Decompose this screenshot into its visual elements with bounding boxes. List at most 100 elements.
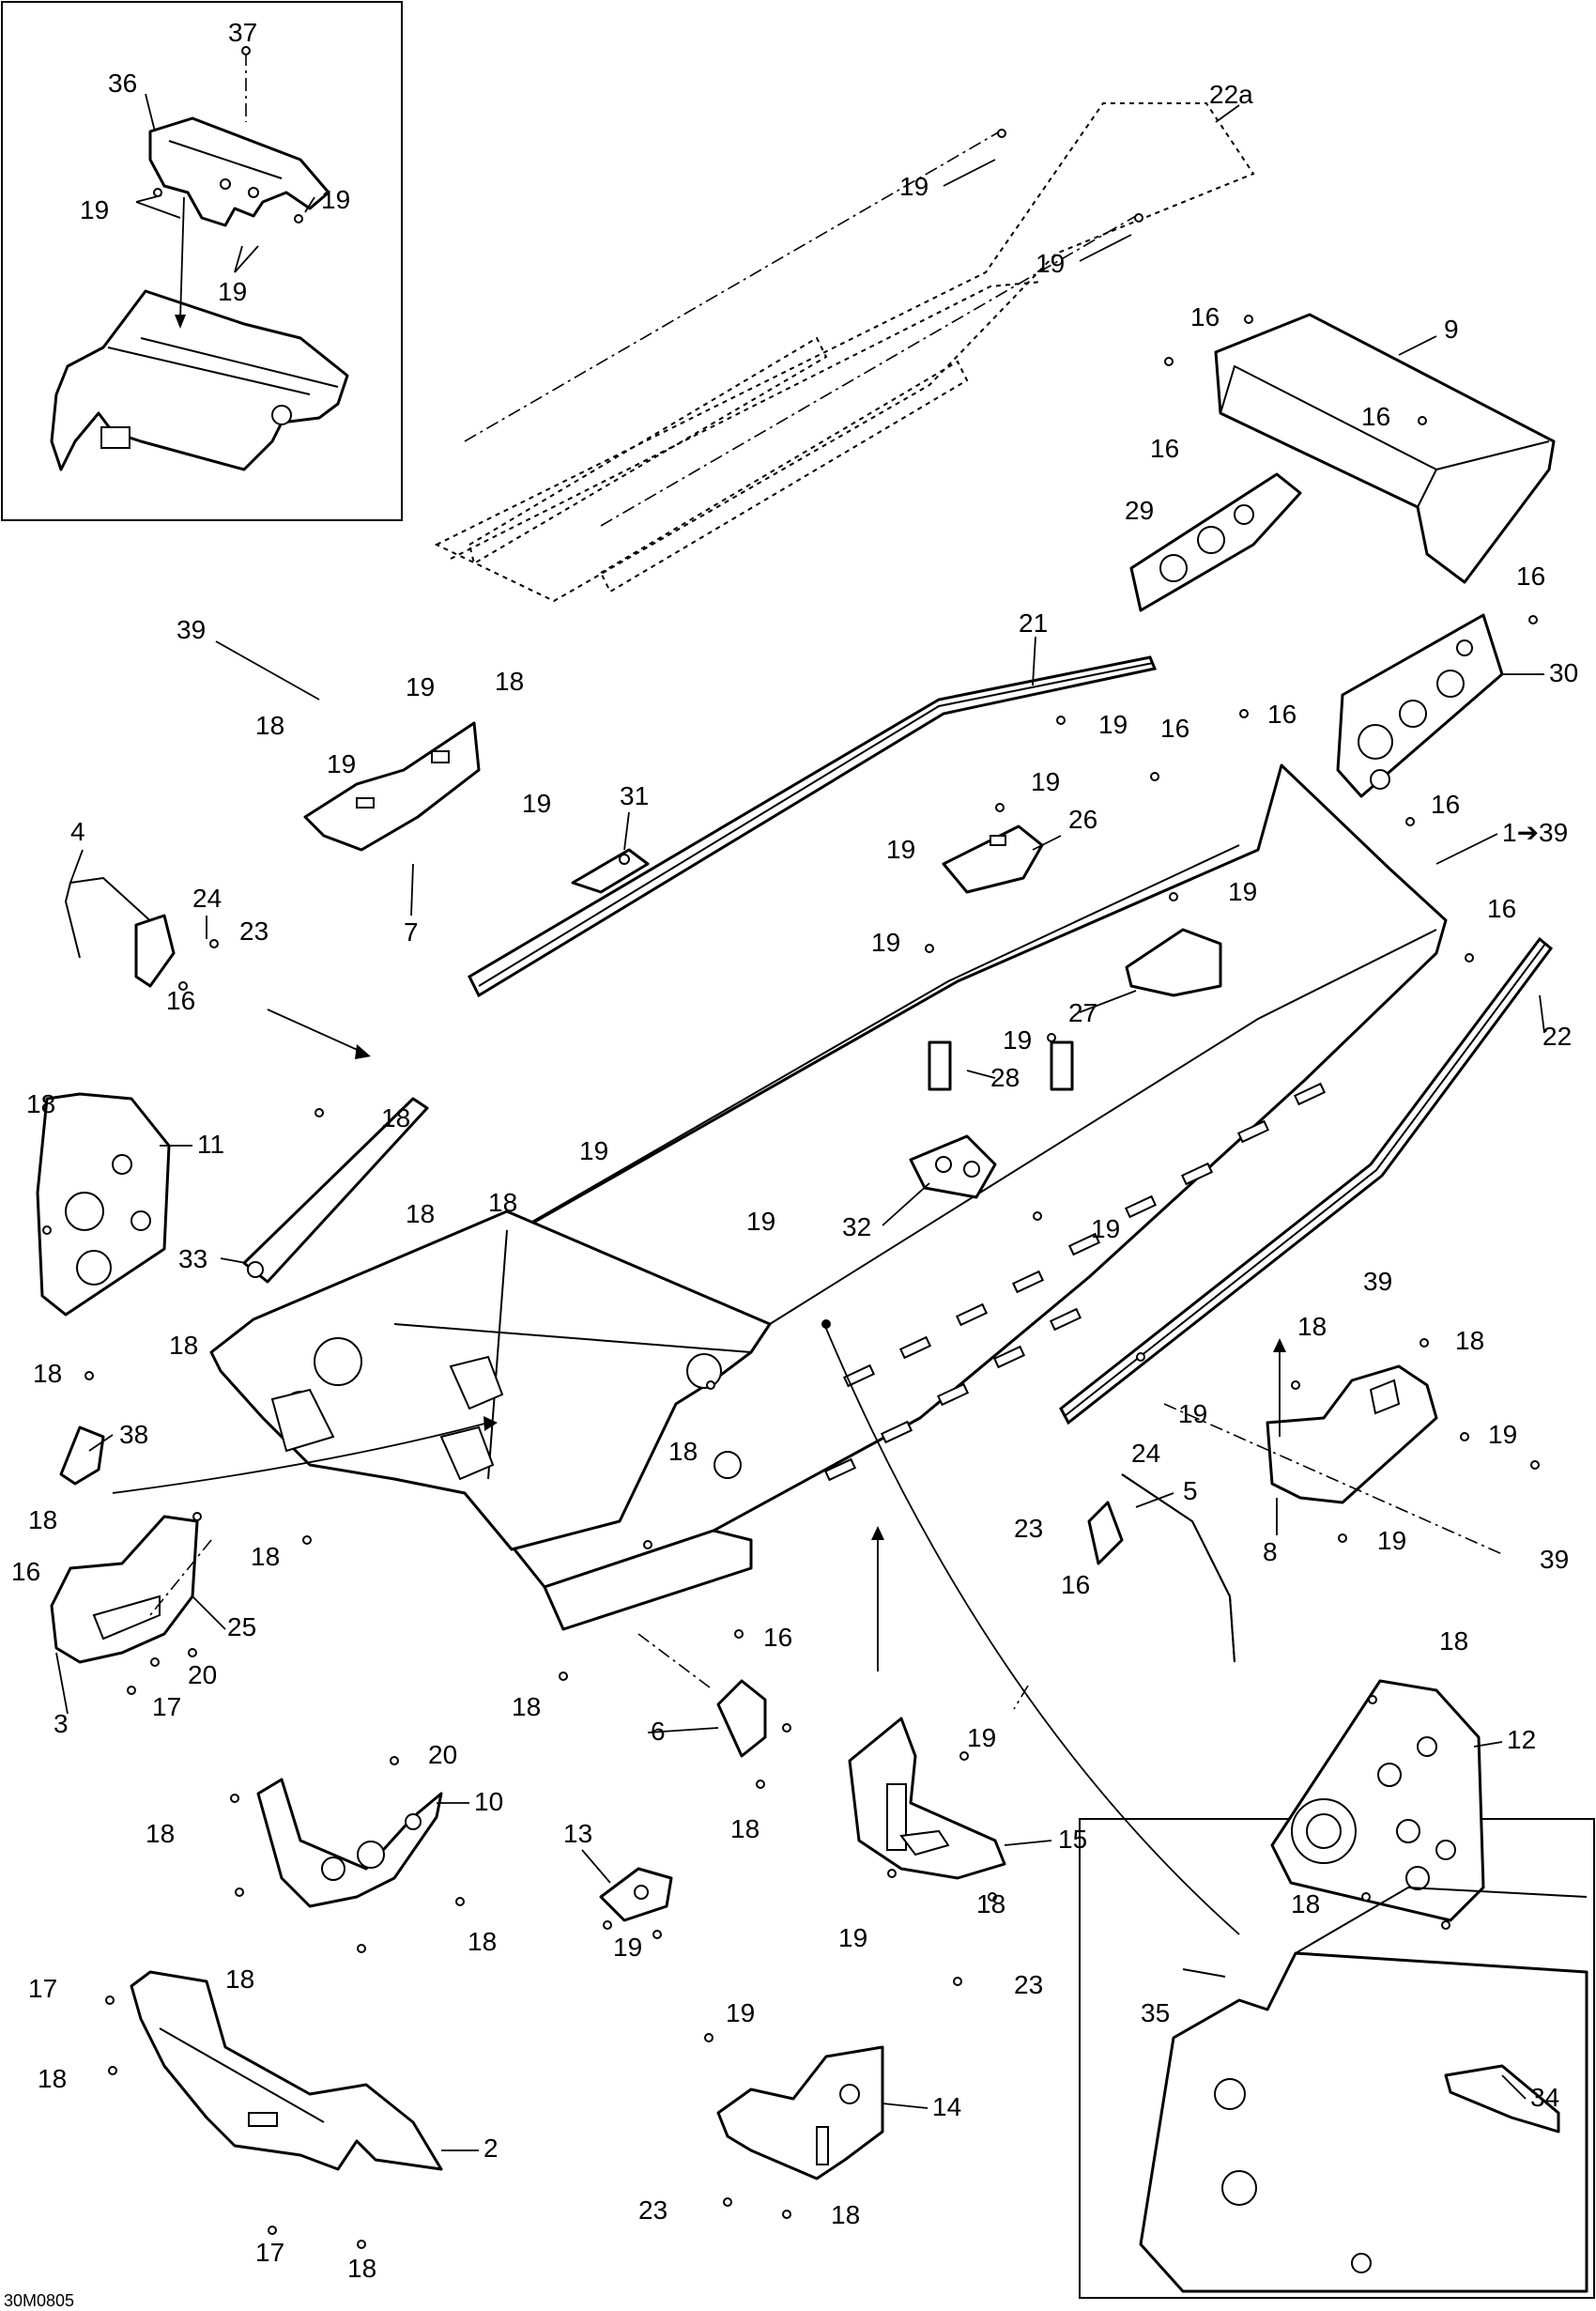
callout-28: 28 xyxy=(990,1063,1020,1092)
callout-9: 9 xyxy=(1444,315,1459,344)
callout-18: 18 xyxy=(225,1964,254,1994)
callout-26: 26 xyxy=(1068,805,1097,834)
callout-16: 16 xyxy=(1361,402,1390,431)
callout-32: 32 xyxy=(842,1212,871,1241)
callout-16: 16 xyxy=(1431,790,1460,819)
callout-18: 18 xyxy=(512,1692,541,1721)
callout-19: 19 xyxy=(1178,1399,1207,1428)
callout-19: 19 xyxy=(80,195,109,224)
callout-10: 10 xyxy=(474,1787,503,1816)
part-9-panel xyxy=(1214,313,1556,584)
callout-18: 18 xyxy=(1297,1312,1327,1341)
inset-panel xyxy=(50,289,349,471)
part-26-bracket xyxy=(942,824,1044,894)
part-1-chassis xyxy=(209,763,1448,1631)
callout-18: 18 xyxy=(1455,1326,1484,1355)
callout-19: 19 xyxy=(967,1723,996,1752)
callout-33: 33 xyxy=(178,1244,207,1273)
callout-36: 36 xyxy=(108,69,137,98)
callout-8: 8 xyxy=(1263,1537,1278,1566)
callout-16: 16 xyxy=(166,986,195,1015)
callout-23: 23 xyxy=(239,917,269,946)
callout-19: 19 xyxy=(1091,1214,1120,1243)
callout-19: 19 xyxy=(1488,1420,1517,1449)
callout-19: 19 xyxy=(746,1207,775,1236)
callout-19: 19 xyxy=(522,789,551,818)
callout-23: 23 xyxy=(638,2195,668,2225)
callout-18: 18 xyxy=(831,2200,860,2229)
part-14-bracket xyxy=(716,2045,884,2180)
callout-16: 16 xyxy=(1150,434,1179,463)
callout-18: 18 xyxy=(1291,1889,1320,1918)
callout-4: 4 xyxy=(70,817,85,846)
callout-19: 19 xyxy=(1003,1025,1032,1055)
callout-19: 19 xyxy=(1377,1526,1406,1555)
part-12-plate xyxy=(1270,1679,1485,1922)
callout-19: 19 xyxy=(838,1923,867,1952)
callout-16: 16 xyxy=(763,1623,792,1652)
callout-16: 16 xyxy=(1487,894,1516,923)
part-21-rail xyxy=(468,655,1158,998)
part-38-bracket xyxy=(59,1425,105,1486)
callout-23: 23 xyxy=(1014,1514,1043,1543)
callout-35: 35 xyxy=(1141,1998,1170,2027)
callout-18: 18 xyxy=(495,667,524,696)
part-7-bracket xyxy=(303,721,481,852)
callout-18: 18 xyxy=(668,1437,698,1466)
callout-23: 23 xyxy=(1014,1970,1043,1999)
callout-3: 3 xyxy=(54,1709,69,1738)
drawing-code: 30M0805 xyxy=(4,2291,74,2310)
inset-detail-34 xyxy=(1139,1886,1588,2293)
part-10-bracket xyxy=(256,1778,443,1908)
callout-18: 18 xyxy=(28,1505,57,1534)
callout-31: 31 xyxy=(620,781,649,810)
callout-20: 20 xyxy=(188,1660,217,1689)
callout-18: 18 xyxy=(251,1542,280,1571)
callout-18: 18 xyxy=(26,1089,55,1118)
callout-19: 19 xyxy=(726,1998,755,2027)
part-35-bolt xyxy=(1182,1968,1226,1978)
assembly-lines xyxy=(112,1009,1503,1935)
callout-18: 18 xyxy=(255,711,284,740)
callout-25: 25 xyxy=(227,1612,256,1641)
callout-19: 19 xyxy=(218,277,247,306)
callout-19: 19 xyxy=(886,835,915,864)
callout-24: 24 xyxy=(192,884,222,913)
callout-16: 16 xyxy=(1267,700,1297,729)
part-33-strip xyxy=(242,1097,429,1284)
callout-38: 38 xyxy=(119,1420,148,1449)
callout-21: 21 xyxy=(1019,609,1048,638)
callout-13: 13 xyxy=(563,1819,592,1848)
callout-18: 18 xyxy=(347,2254,376,2283)
callout-39: 39 xyxy=(1540,1545,1569,1574)
callout-18: 18 xyxy=(1439,1626,1468,1656)
callout-37: 37 xyxy=(228,18,257,47)
part-30-plate xyxy=(1336,613,1504,798)
callout-19: 19 xyxy=(1098,710,1128,739)
callout-16: 16 xyxy=(1190,302,1220,331)
callout-19: 19 xyxy=(321,185,350,214)
part-32-bracket xyxy=(909,1134,997,1199)
callout-30: 30 xyxy=(1549,658,1578,687)
part-29-bracket xyxy=(1129,472,1302,612)
part-3-mount xyxy=(50,1515,199,1664)
callout-19: 19 xyxy=(1031,767,1060,796)
callout-19: 19 xyxy=(871,928,900,957)
callout-7: 7 xyxy=(404,917,419,947)
callout-19: 19 xyxy=(327,749,356,778)
fasteners xyxy=(42,46,1540,2249)
callout-16: 16 xyxy=(1516,562,1545,591)
callout-29: 29 xyxy=(1125,496,1154,525)
callout-16: 16 xyxy=(1160,714,1189,743)
callout-18: 18 xyxy=(468,1927,497,1956)
part-5-bar xyxy=(1087,1473,1235,1663)
callout-16: 16 xyxy=(1061,1570,1090,1599)
part-31-bracket xyxy=(571,848,650,894)
callout-16: 16 xyxy=(11,1557,40,1586)
callout-18: 18 xyxy=(169,1331,198,1360)
callout-18: 18 xyxy=(406,1199,435,1228)
callout-20: 20 xyxy=(428,1740,457,1769)
callout-18: 18 xyxy=(381,1103,410,1132)
callout-19: 19 xyxy=(406,672,435,701)
callout-labels: 37 36 19 19 19 22a 19 19 16 9 16 16 29 1… xyxy=(4,18,1578,2310)
